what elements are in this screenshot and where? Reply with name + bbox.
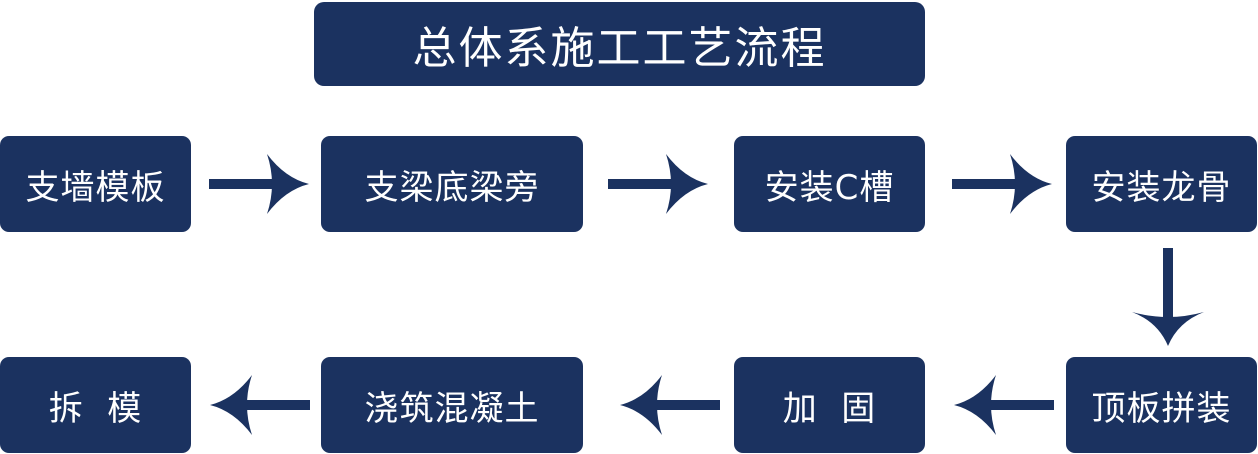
step-4-box: 安装龙骨 <box>1066 136 1257 232</box>
step-8-box: 拆 模 <box>0 357 191 453</box>
right-arrow-icon <box>952 154 1052 214</box>
left-arrow-icon <box>620 375 720 435</box>
flow-title: 总体系施工工艺流程 <box>314 2 925 86</box>
step-2-box: 支梁底梁旁 <box>321 136 583 232</box>
step-3-box: 安装C槽 <box>734 136 925 232</box>
down-arrow-icon <box>1132 248 1204 346</box>
left-arrow-icon <box>210 375 310 435</box>
step-5-box: 顶板拼装 <box>1066 357 1257 453</box>
right-arrow-icon <box>209 154 309 214</box>
left-arrow-icon <box>954 375 1054 435</box>
step-6-box: 加 固 <box>734 357 925 453</box>
right-arrow-icon <box>608 154 708 214</box>
step-1-box: 支墙模板 <box>0 136 191 232</box>
step-7-box: 浇筑混凝土 <box>321 357 583 453</box>
